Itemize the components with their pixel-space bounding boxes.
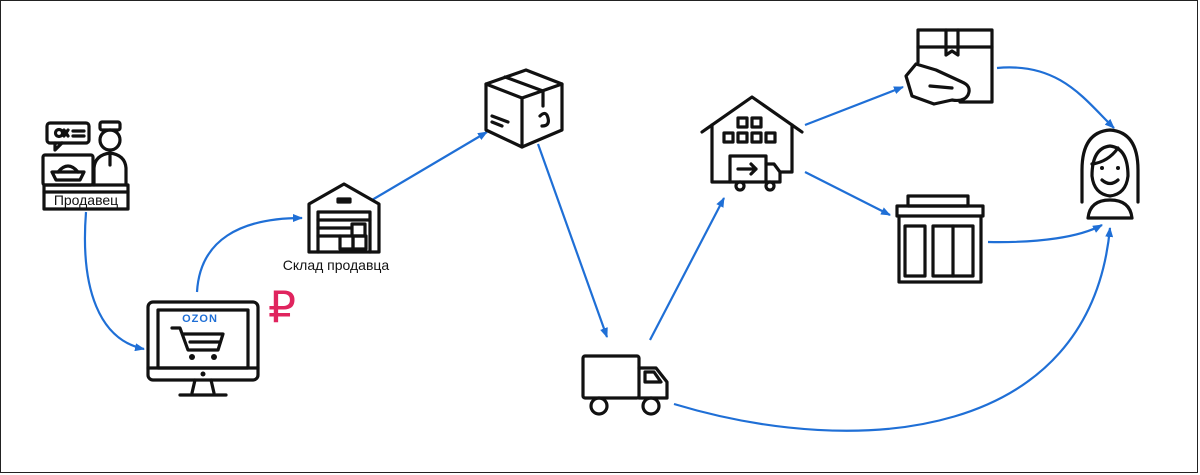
arrow-fulfillment-to-pickup-point <box>804 171 891 216</box>
arrow-handover-to-customer <box>996 66 1115 129</box>
delivery-truck-icon <box>581 354 669 416</box>
ozon-logo-text: OZON <box>182 313 218 325</box>
seller-icon: Продавец <box>41 120 130 211</box>
seller-warehouse-label: Склад продавца <box>283 257 390 273</box>
ruble-sign: ₽ <box>268 282 296 333</box>
arrow-pickup-to-customer <box>987 224 1103 244</box>
arrow-truck-to-fulfillment <box>649 197 725 341</box>
parcel-box-icon <box>484 68 564 149</box>
arrow-marketplace-to-warehouse <box>195 214 303 293</box>
customer-icon <box>1080 128 1140 220</box>
marketplace-monitor-icon <box>146 300 260 397</box>
pickup-point-store-icon <box>895 194 985 284</box>
flow-arrows <box>83 66 1115 432</box>
fulfillment-center-icon <box>700 95 804 192</box>
seller-label: Продавец <box>54 192 118 208</box>
arrow-parcel-to-truck <box>536 143 609 338</box>
arrow-warehouse-to-parcel <box>371 131 488 201</box>
seller-warehouse-icon <box>307 182 381 254</box>
shopping-cart-icon <box>170 326 225 360</box>
arrow-fulfillment-to-handover <box>804 85 904 127</box>
arrow-truck-to-customer <box>673 227 1114 432</box>
arrow-seller-to-marketplace <box>83 211 145 352</box>
courier-handover-icon <box>904 28 994 106</box>
